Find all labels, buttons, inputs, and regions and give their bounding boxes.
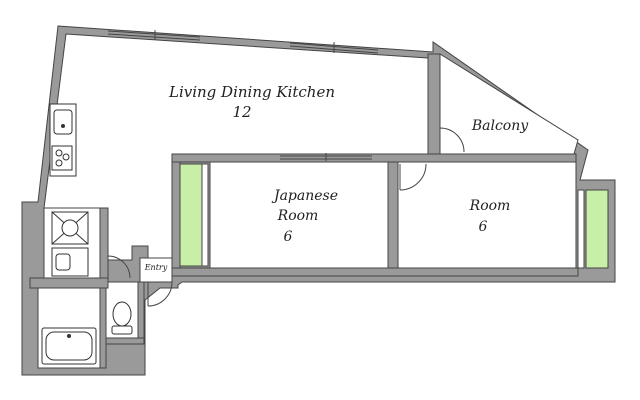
room-size: 6 (479, 219, 488, 235)
door-entry (147, 281, 173, 307)
japanese-room-name-1: Japanese (271, 188, 338, 204)
windows (107, 30, 379, 161)
door-toilet (107, 255, 131, 279)
washroom-fixtures (51, 211, 89, 277)
partition-walls (29, 53, 579, 369)
closet-partitions (201, 163, 585, 269)
kitchen-sink-icon (53, 109, 73, 135)
door-balcony (439, 127, 465, 153)
room-name: Room (469, 198, 511, 214)
bathtub-icon (41, 327, 97, 365)
kitchen-counter (49, 103, 77, 177)
closets (179, 163, 609, 269)
room-floor (397, 161, 577, 269)
closet-japanese (179, 163, 203, 267)
toilet-icon (111, 301, 133, 335)
entry-name: Entry (144, 263, 168, 272)
entry-floor (139, 257, 173, 283)
japanese-room-name-2: Room (277, 208, 319, 224)
ldk-size: 12 (232, 103, 251, 121)
closet-room (585, 189, 609, 269)
japanese-room-size: 6 (284, 229, 293, 245)
doors (107, 127, 465, 307)
ldk-name: Living Dining Kitchen (168, 83, 335, 101)
balcony-name: Balcony (471, 118, 529, 134)
room-labels: Living Dining Kitchen 12 Japanese Room 6… (144, 83, 530, 272)
door-room (399, 163, 427, 191)
